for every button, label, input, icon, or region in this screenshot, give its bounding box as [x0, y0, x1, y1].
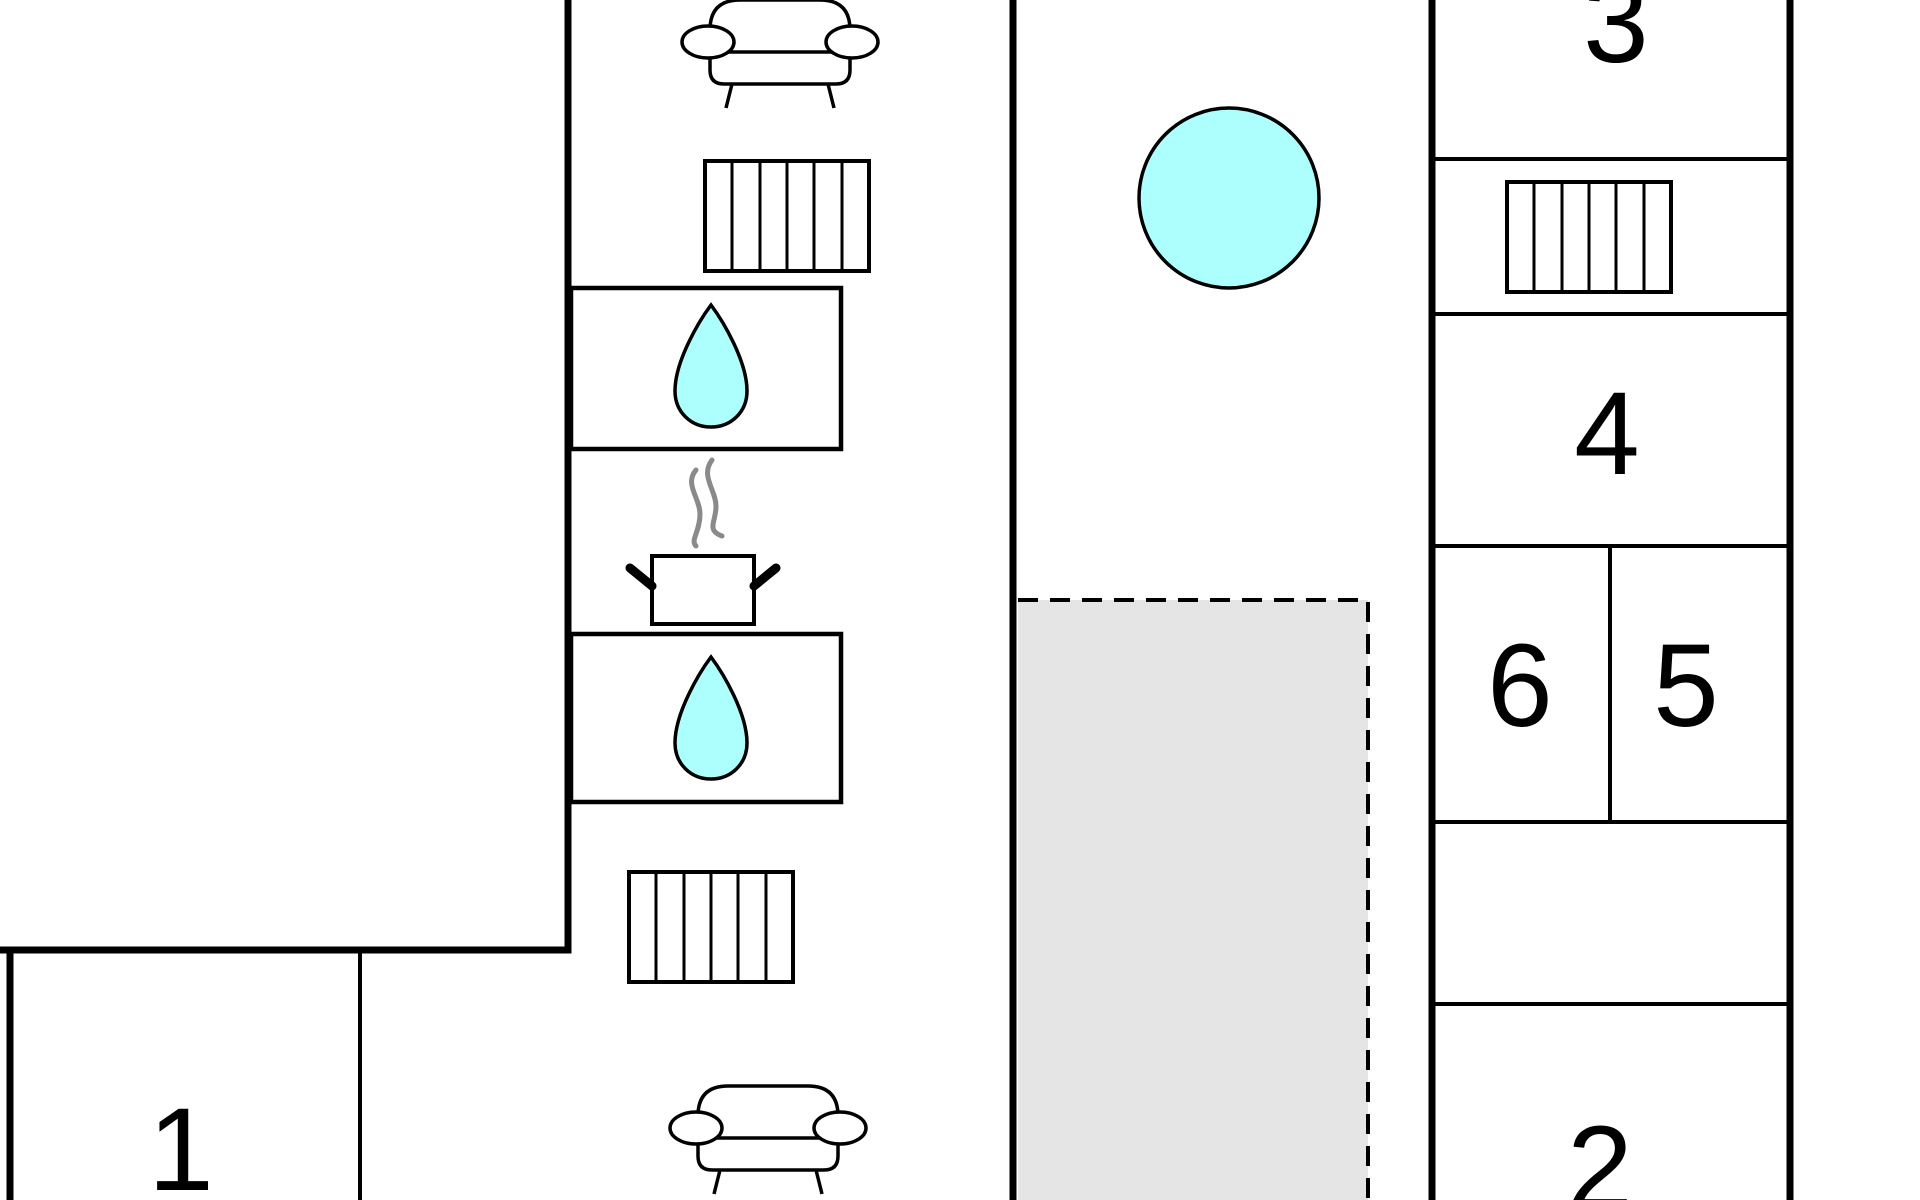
room-number-6: 6	[1487, 620, 1553, 752]
room-number-2: 2	[1567, 1102, 1633, 1200]
radiator-icon	[1505, 180, 1673, 294]
radiator-icon	[627, 870, 795, 984]
cooking-pot-icon	[625, 457, 781, 626]
internal-lines	[358, 157, 1790, 1200]
room-number-5: 5	[1653, 620, 1719, 752]
sofa-icon	[680, 0, 880, 109]
room-number-1: 1	[148, 1084, 214, 1200]
parking-area	[1018, 598, 1370, 1200]
room-number-4: 4	[1574, 368, 1640, 500]
sofa-icon	[668, 1084, 868, 1195]
pool-icon	[1137, 106, 1321, 290]
walls	[0, 0, 1794, 1200]
room-number-3: 3	[1583, 0, 1649, 88]
radiator-icon	[703, 159, 871, 273]
water-drop-icon	[673, 654, 749, 781]
water-drop-icon	[673, 302, 749, 429]
